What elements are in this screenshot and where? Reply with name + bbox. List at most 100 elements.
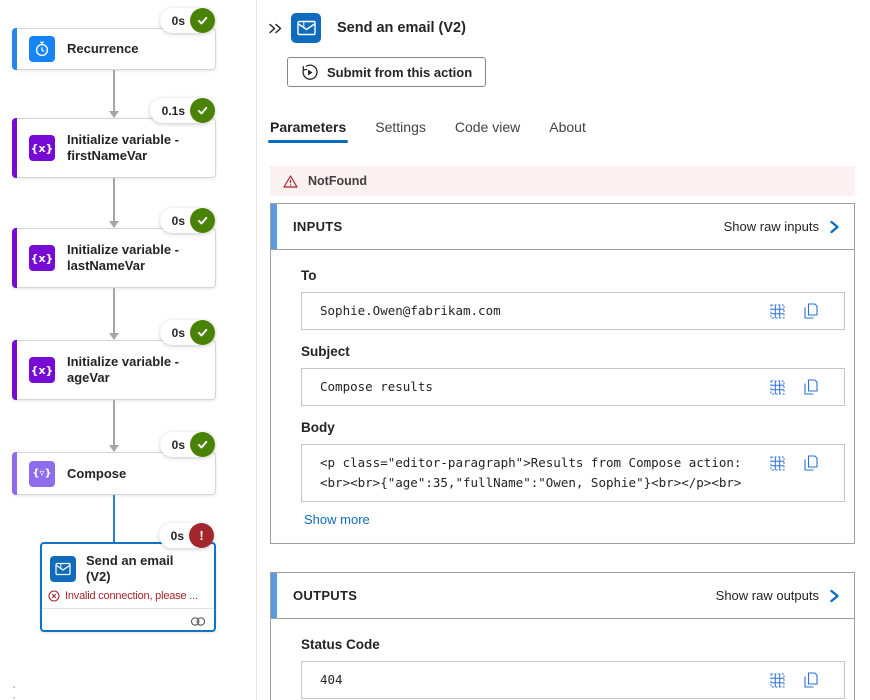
field-status-code-value: 404 bbox=[320, 672, 343, 687]
error-banner: NotFound bbox=[270, 166, 855, 196]
outputs-section: OUTPUTS Show raw outputs Status Code 404 bbox=[270, 572, 855, 700]
chevron-right-icon bbox=[830, 220, 839, 233]
view-as-table-icon[interactable] bbox=[770, 380, 785, 395]
field-subject-value: Compose results bbox=[320, 379, 433, 394]
clock-icon bbox=[29, 36, 55, 62]
resubmit-icon bbox=[302, 64, 318, 80]
node-label: Initialize variable - lastNameVar bbox=[67, 242, 179, 273]
view-as-table-icon[interactable] bbox=[770, 673, 785, 688]
success-check-icon bbox=[190, 432, 215, 457]
outlook-email-icon bbox=[291, 13, 321, 43]
outlook-email-icon bbox=[50, 556, 76, 582]
compose-icon: {▿} bbox=[29, 460, 55, 487]
copy-icon[interactable] bbox=[804, 303, 818, 319]
connector bbox=[108, 400, 120, 452]
copy-icon[interactable] bbox=[804, 455, 818, 471]
status-badge[interactable]: 0s bbox=[159, 432, 215, 457]
copy-icon[interactable] bbox=[804, 672, 818, 688]
panel-title: Send an email (V2) bbox=[337, 20, 466, 36]
workflow-canvas[interactable]: Recurrence 0s {x} Initialize variable - … bbox=[0, 0, 256, 700]
node-send-an-email[interactable]: Send an email (V2) Invalid connection, p… bbox=[40, 523, 216, 633]
inputs-section-header: INPUTS Show raw inputs bbox=[271, 204, 854, 250]
tab-about[interactable]: About bbox=[549, 119, 586, 135]
status-badge[interactable]: 0.1s bbox=[149, 98, 215, 123]
show-raw-outputs-link[interactable]: Show raw outputs bbox=[716, 588, 840, 603]
node-footer bbox=[42, 608, 214, 633]
field-label-to: To bbox=[301, 268, 317, 283]
node-label: Recurrence bbox=[67, 41, 139, 56]
status-badge[interactable]: 0s bbox=[159, 320, 215, 345]
node-label: Initialize variable - firstNameVar bbox=[67, 132, 179, 163]
error-circle-x-icon bbox=[48, 590, 60, 602]
field-label-status-code: Status Code bbox=[301, 637, 380, 652]
node-accent-bar bbox=[12, 118, 17, 178]
connector bbox=[108, 178, 120, 228]
error-exclamation-icon: ! bbox=[189, 523, 214, 548]
node-label: Send an email (V2) bbox=[86, 553, 174, 584]
copy-icon[interactable] bbox=[804, 379, 818, 395]
field-to-value: Sophie.Owen@fabrikam.com bbox=[320, 303, 501, 318]
outputs-section-header: OUTPUTS Show raw outputs bbox=[271, 573, 854, 619]
panel-divider bbox=[256, 0, 257, 700]
node-label: Initialize variable - ageVar bbox=[67, 354, 179, 385]
node-initialize-agevar[interactable]: {x} Initialize variable - ageVar 0s bbox=[12, 320, 216, 400]
field-label-body: Body bbox=[301, 420, 335, 435]
chevron-right-icon bbox=[830, 589, 839, 602]
field-body-value: <p class="editor-paragraph">Results from… bbox=[320, 455, 742, 490]
node-recurrence[interactable]: Recurrence 0s bbox=[12, 8, 216, 70]
node-initialize-lastnamevar[interactable]: {x} Initialize variable - lastNameVar 0s bbox=[12, 208, 216, 288]
tab-code-view[interactable]: Code view bbox=[454, 119, 521, 135]
show-more-link[interactable]: Show more bbox=[304, 512, 370, 527]
warning-triangle-icon bbox=[283, 174, 298, 188]
success-check-icon bbox=[190, 208, 215, 233]
outputs-title: OUTPUTS bbox=[293, 588, 358, 603]
tab-parameters[interactable]: Parameters bbox=[267, 119, 349, 143]
outputs-section-body: Status Code 404 bbox=[271, 619, 854, 700]
connector-selected bbox=[108, 495, 120, 542]
section-accent-bar bbox=[271, 204, 277, 249]
node-compose[interactable]: {▿} Compose 0s bbox=[12, 432, 216, 495]
canvas-dot bbox=[13, 697, 15, 699]
field-to: Sophie.Owen@fabrikam.com bbox=[301, 292, 845, 330]
canvas-dot bbox=[13, 686, 15, 688]
submit-from-action-button[interactable]: Submit from this action bbox=[287, 57, 487, 87]
inputs-title: INPUTS bbox=[293, 219, 343, 234]
inputs-section-body: To Sophie.Owen@fabrikam.com Subject Comp bbox=[271, 250, 854, 543]
duration-text: 0s bbox=[170, 528, 184, 543]
field-label-subject: Subject bbox=[301, 344, 350, 359]
variable-icon: {x} bbox=[29, 135, 55, 161]
tab-settings[interactable]: Settings bbox=[375, 119, 426, 135]
collapse-panel-icon[interactable] bbox=[265, 16, 285, 40]
status-badge[interactable]: 0s bbox=[159, 208, 215, 233]
node-accent-bar bbox=[12, 28, 17, 70]
duration-text: 0s bbox=[171, 437, 185, 452]
connector bbox=[108, 288, 120, 340]
section-accent-bar bbox=[271, 573, 277, 618]
view-as-table-icon[interactable] bbox=[770, 456, 785, 471]
field-body: <p class="editor-paragraph">Results from… bbox=[301, 444, 845, 502]
success-check-icon bbox=[190, 8, 215, 33]
status-badge[interactable]: 0s bbox=[159, 8, 215, 33]
panel-header: Send an email (V2) bbox=[265, 13, 855, 43]
error-banner-text: NotFound bbox=[308, 174, 368, 188]
field-status-code: 404 bbox=[301, 661, 845, 699]
field-subject: Compose results bbox=[301, 368, 845, 406]
duration-text: 0s bbox=[171, 213, 185, 228]
success-check-icon bbox=[190, 320, 215, 345]
duration-text: 0s bbox=[171, 13, 185, 28]
connection-rings-icon[interactable] bbox=[190, 616, 206, 627]
view-as-table-icon[interactable] bbox=[770, 304, 785, 319]
action-details-panel: Send an email (V2) Submit from this acti… bbox=[257, 0, 870, 700]
show-raw-inputs-link[interactable]: Show raw inputs bbox=[724, 219, 840, 234]
duration-text: 0s bbox=[171, 325, 185, 340]
node-error-message: Invalid connection, please ... bbox=[42, 589, 214, 608]
tab-bar: Parameters Settings Code view About bbox=[267, 119, 855, 143]
node-accent-bar bbox=[12, 452, 17, 495]
node-accent-bar bbox=[12, 228, 17, 288]
duration-text: 0.1s bbox=[161, 103, 185, 118]
status-badge[interactable]: 0s ! bbox=[158, 523, 214, 548]
variable-icon: {x} bbox=[29, 245, 55, 271]
node-initialize-firstnamevar[interactable]: {x} Initialize variable - firstNameVar 0… bbox=[12, 98, 216, 178]
inputs-section: INPUTS Show raw inputs To Sophie.Owen@fa… bbox=[270, 203, 855, 544]
success-check-icon bbox=[190, 98, 215, 123]
